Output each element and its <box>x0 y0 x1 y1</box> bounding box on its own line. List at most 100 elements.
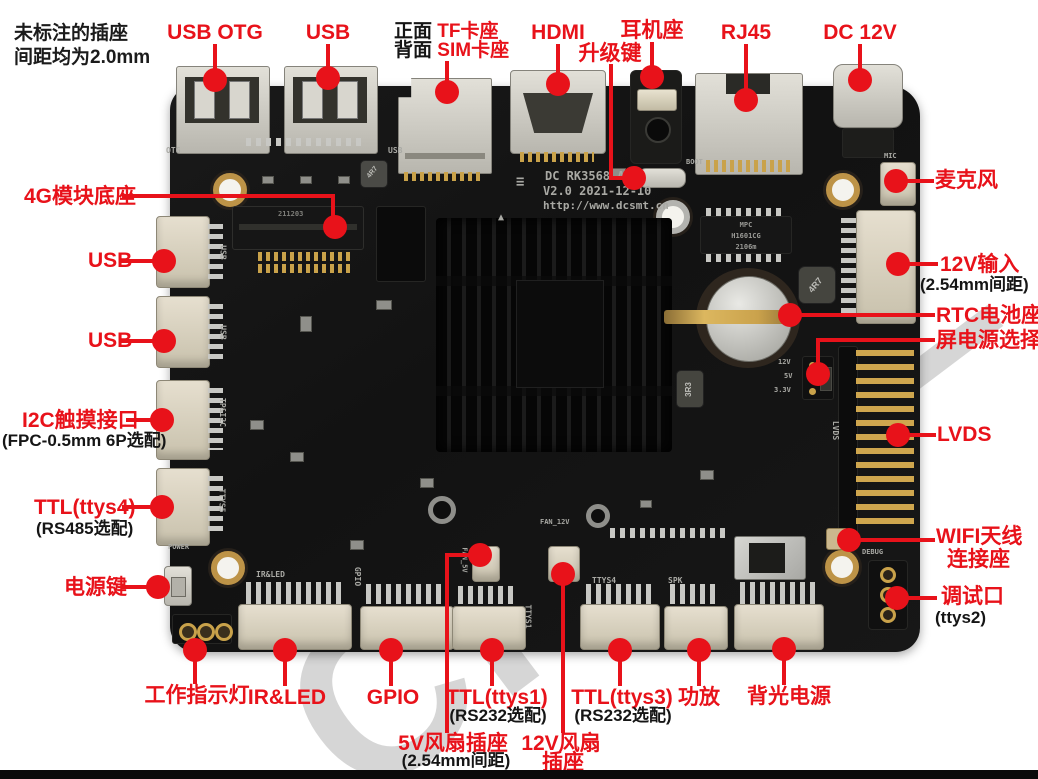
ram-chip <box>376 206 426 282</box>
silkscreen-5v: 5V <box>784 372 793 380</box>
inductor-marking: 4R7 <box>806 275 825 295</box>
label-sim-slot: SIM卡座 <box>437 40 510 61</box>
smd-component <box>420 478 434 488</box>
label-microphone: 麦克风 <box>935 169 998 192</box>
silkscreen-ttys5: TTYS5 <box>217 488 227 513</box>
label-upgrade-key: 升级键 <box>578 42 642 65</box>
label-fan-12v-2: 插座 <box>542 751 584 774</box>
silkscreen-gpio: GPIO <box>353 566 363 587</box>
wifi-module-chip <box>749 543 785 573</box>
mounting-hole <box>211 551 245 585</box>
silkscreen-irled: IR&LED <box>256 570 285 579</box>
gpio-pins <box>366 584 446 604</box>
irled-pins <box>246 582 342 604</box>
ttys1-pins <box>458 586 518 604</box>
leader-line <box>896 179 934 183</box>
spk-pins <box>670 584 720 604</box>
label-ttl-ttys1-sub: (RS232选配) <box>449 706 547 725</box>
mounting-hole <box>825 550 859 584</box>
silkscreen-ttys1: TTYS1 <box>523 604 533 629</box>
leader-dot <box>687 638 711 662</box>
usb-header-2-pins <box>208 304 223 360</box>
rtc-battery-clip <box>664 310 798 324</box>
label-usb-left-2: USB <box>88 329 133 352</box>
leader-dot <box>379 638 403 662</box>
smd-component <box>376 300 392 310</box>
smd-component <box>300 176 312 184</box>
inductor-4r7: 4R7 <box>798 266 836 304</box>
smd-component <box>290 452 304 462</box>
tf-slot-line <box>405 153 485 159</box>
heatsink-notch <box>436 386 672 396</box>
headphone-jack-hole <box>645 117 671 143</box>
leader-line <box>897 596 937 600</box>
note-line-2: 间距均为2.0mm <box>14 47 151 68</box>
leader-line <box>193 650 197 684</box>
silkscreen-3v3: 3.3V <box>774 386 791 394</box>
inductor-marking: 3R3 <box>683 382 693 397</box>
silkscreen-mic: MIC <box>884 152 897 160</box>
leader-line <box>445 61 449 87</box>
smd-component <box>338 176 350 184</box>
label-ttl-ttys4: TTL(ttys4) <box>34 496 136 519</box>
spacing-note: 未标注的插座 间距均为2.0mm <box>14 22 150 70</box>
label-screen-power-select: 屏电源选择 <box>936 329 1038 352</box>
headphone-jack-tip <box>637 89 677 111</box>
leader-line <box>122 585 160 589</box>
4g-socket-slot <box>239 224 357 230</box>
usb-contact <box>229 81 250 119</box>
leader-dot <box>435 80 459 104</box>
debug-pin-hole <box>880 607 896 623</box>
leader-line <box>331 194 335 227</box>
silkscreen-triangle: ▲ <box>498 212 505 223</box>
smd-component <box>700 470 714 480</box>
label-rtc-battery: RTC电池座 <box>936 304 1038 327</box>
label-lvds: LVDS <box>937 423 992 446</box>
4g-socket-pins <box>258 252 354 261</box>
silkscreen-usb: USB <box>388 146 403 155</box>
label-back: 背面 <box>394 40 433 61</box>
hdmi-pins <box>520 152 594 162</box>
silkscreen-module-code: 211203 <box>278 210 304 218</box>
silkscreen-otg: OTG <box>166 146 181 155</box>
label-rj45: RJ45 <box>720 21 772 44</box>
inductor-4r7: 4R7 <box>360 160 388 188</box>
leader-line <box>858 44 862 74</box>
leader-line <box>790 313 935 317</box>
4g-socket-pins <box>258 264 354 273</box>
leader-line <box>697 650 701 686</box>
mpc-chip-pins <box>706 208 786 216</box>
heatsink <box>436 218 672 452</box>
note-line-1: 未标注的插座 <box>14 23 129 44</box>
leader-dot <box>183 638 207 662</box>
label-wifi-antenna-2: 连接座 <box>947 548 1010 571</box>
mpc-chip-marking-3: 2106m <box>735 243 757 251</box>
label-ttl-ttys3: TTL(ttys3) <box>571 686 673 709</box>
leader-line <box>389 650 393 686</box>
leader-line <box>283 650 287 686</box>
label-headphone-jack: 耳机座 <box>620 19 684 42</box>
rj45-pins <box>706 160 792 172</box>
status-led-header <box>172 614 233 644</box>
leader-dot <box>622 166 646 190</box>
12v-input-pins <box>841 218 856 316</box>
label-ttl-ttys1: TTL(ttys1) <box>446 686 548 709</box>
leader-line <box>898 262 938 266</box>
leader-dot <box>886 252 910 276</box>
tf-slot-pins <box>404 172 484 181</box>
leader-line <box>618 650 622 686</box>
label-debug-port-sub: (ttys2) <box>935 608 987 627</box>
header-pin-hole <box>197 623 215 641</box>
irled-connector <box>238 604 352 650</box>
silkscreen-debug: DEBUG <box>862 548 884 556</box>
label-front: 正面 <box>394 21 433 42</box>
i2c-connector-pins <box>208 388 223 450</box>
label-12v-input: 12V输入 <box>940 253 1020 276</box>
lvds-connector-base <box>838 346 858 538</box>
jumper-pin <box>809 388 816 395</box>
silkscreen-power: POWER <box>168 543 190 551</box>
leader-line <box>120 259 164 263</box>
headphone-jack <box>630 70 682 164</box>
label-usb-top: USB <box>305 21 351 44</box>
mounting-hole <box>213 173 247 207</box>
